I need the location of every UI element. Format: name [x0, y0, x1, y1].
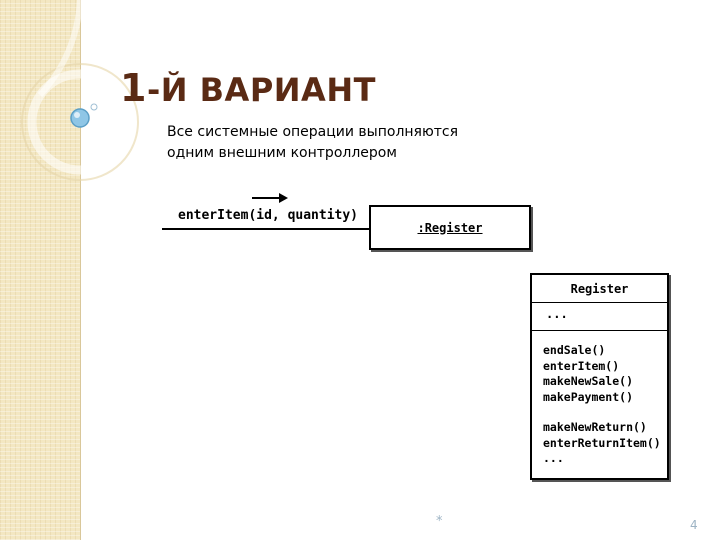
class-operations: endSale() enterItem() makeNewSale() make…: [532, 331, 667, 467]
message-line: [162, 228, 370, 230]
operation-item: enterItem(): [543, 358, 620, 373]
operation-item: enterReturnItem(): [543, 435, 661, 450]
message-arrow-icon: [252, 193, 288, 203]
decorative-ball: [70, 108, 90, 128]
instance-name: :Register: [417, 220, 483, 235]
operation-item: endSale(): [543, 343, 606, 357]
slide-title: 1-Й ВАРИАНТ: [120, 66, 376, 110]
operation-item: ...: [543, 451, 564, 465]
class-attributes: ...: [532, 303, 667, 331]
register-instance-box: :Register: [369, 205, 531, 250]
subtitle-line: одним внешним контроллером: [167, 145, 397, 161]
operation-item: makePayment(): [543, 389, 634, 404]
operation-item: makeNewReturn(): [543, 420, 647, 434]
class-name: Register: [532, 275, 667, 303]
subtitle-line: Все системные операции выполняются: [167, 124, 459, 140]
register-class-box: Register ... endSale() enterItem() makeN…: [530, 273, 669, 480]
slide-subtitle: Все системные операции выполняются одним…: [167, 122, 507, 164]
page-number: 4: [690, 518, 698, 532]
decorative-rings: [21, 0, 139, 181]
footer-mark: *: [436, 514, 443, 529]
operation-item: makeNewSale(): [543, 374, 634, 388]
message-label: enterItem(id, quantity): [178, 208, 359, 223]
